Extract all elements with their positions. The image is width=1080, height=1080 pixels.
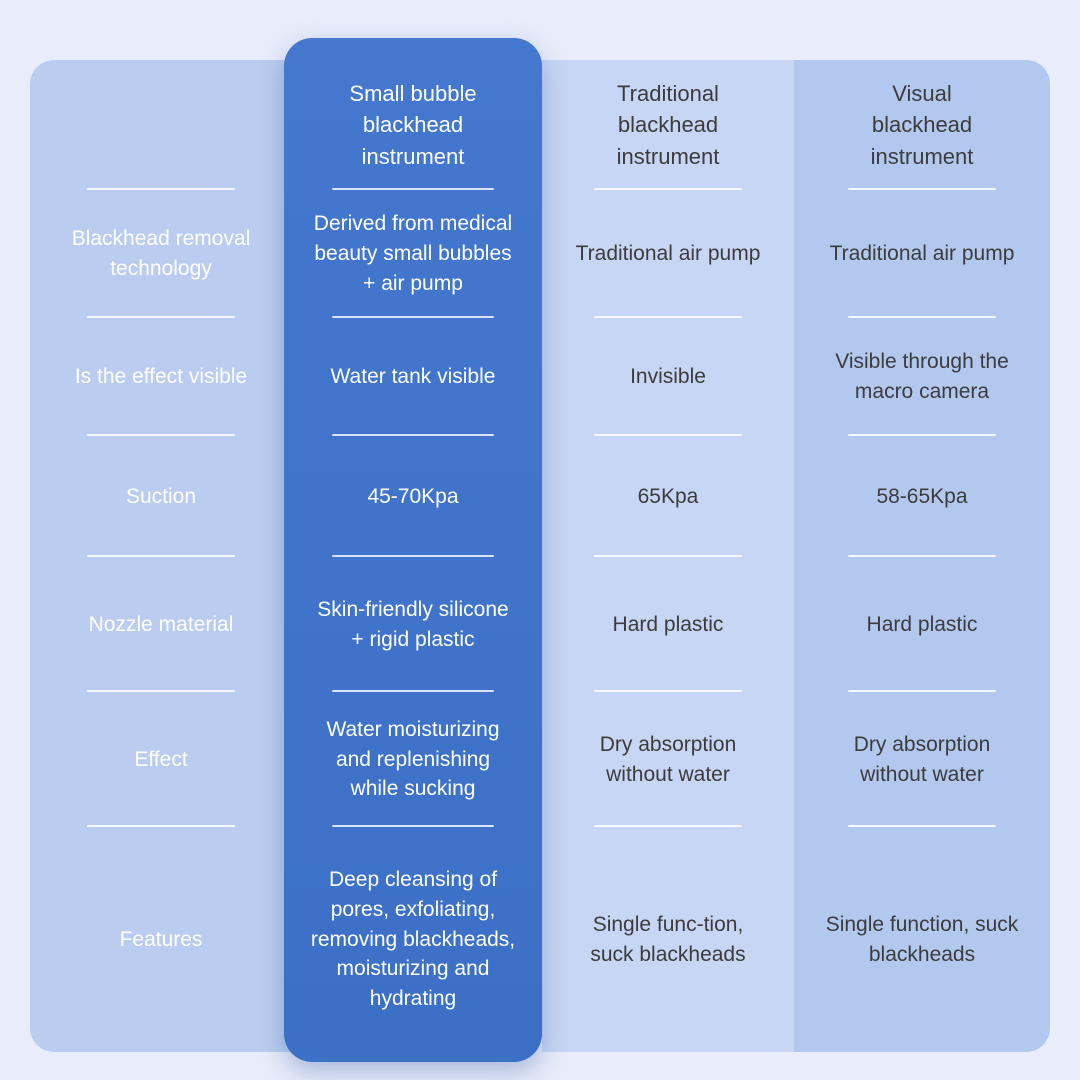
- cell-value-text: Traditional air pump: [829, 242, 1015, 266]
- cell-features: Single function, suck blackheads: [794, 827, 1050, 1052]
- cell-technology: Traditional air pump: [542, 190, 794, 318]
- row-divider: [594, 825, 742, 827]
- cell-value-text: Water moisturizing and replenishing whil…: [326, 717, 500, 801]
- cell-value-text: Derived from medical beauty small bubble…: [313, 212, 513, 295]
- row-divider: [87, 316, 235, 318]
- row-divider: [87, 825, 235, 827]
- cell-nozzle-material: Hard plastic: [794, 557, 1050, 692]
- row-divider: [332, 188, 494, 190]
- row-divider: [848, 690, 996, 692]
- column-header-text: Visual blackhead instrument: [870, 81, 974, 169]
- cell-value-text: Traditional air pump: [575, 242, 761, 266]
- row-label-text: Nozzle material: [88, 612, 234, 636]
- cell-value-text: Hard plastic: [612, 612, 724, 636]
- row-divider: [848, 188, 996, 190]
- cell-visibility: Invisible: [542, 318, 794, 436]
- row-divider: [87, 434, 235, 436]
- row-label-text: Blackhead removal technology: [71, 227, 251, 280]
- cell-value-text: 65Kpa: [637, 484, 699, 508]
- row-label-text: Effect: [134, 747, 188, 771]
- cell-value-text: Deep cleansing of pores, exfoliating, re…: [310, 867, 516, 1011]
- row-divider: [594, 434, 742, 436]
- cell-features: Deep cleansing of pores, exfoliating, re…: [284, 827, 542, 1052]
- product-column-small-bubble: Small bubble blackhead instrument Derive…: [284, 38, 542, 1062]
- labels-header-cell: [30, 60, 292, 190]
- row-label-suction: Suction: [30, 436, 292, 557]
- row-divider: [332, 555, 494, 557]
- row-label-visibility: Is the effect visible: [30, 318, 292, 436]
- cell-value-text: Water tank visible: [330, 365, 496, 389]
- row-divider: [87, 690, 235, 692]
- row-divider: [87, 555, 235, 557]
- row-labels-column: Blackhead removal technology Is the effe…: [30, 60, 292, 1052]
- cell-effect: Dry absorption without water: [542, 692, 794, 827]
- product-column-traditional: Traditional blackhead instrument Traditi…: [542, 60, 794, 1052]
- row-label-nozzle-material: Nozzle material: [30, 557, 292, 692]
- row-divider: [848, 434, 996, 436]
- row-divider: [594, 316, 742, 318]
- row-divider: [332, 690, 494, 692]
- row-divider: [594, 188, 742, 190]
- cell-effect: Dry absorption without water: [794, 692, 1050, 827]
- column-header-cell: Visual blackhead instrument: [794, 60, 1050, 190]
- row-divider: [332, 316, 494, 318]
- cell-technology: Derived from medical beauty small bubble…: [284, 190, 542, 318]
- column-header-text: Traditional blackhead instrument: [616, 81, 720, 169]
- cell-value-text: Single func-tion, suck blackheads: [590, 912, 746, 966]
- row-divider: [87, 188, 235, 190]
- cell-value-text: Single function, suck blackheads: [825, 912, 1019, 966]
- cell-technology: Traditional air pump: [794, 190, 1050, 318]
- cell-value-text: Invisible: [630, 365, 706, 389]
- row-label-technology: Blackhead removal technology: [30, 190, 292, 318]
- cell-value-text: Hard plastic: [866, 612, 978, 636]
- row-divider: [332, 825, 494, 827]
- row-divider: [848, 316, 996, 318]
- row-label-text: Features: [119, 927, 203, 951]
- column-header-cell: Traditional blackhead instrument: [542, 60, 794, 190]
- row-label-effect: Effect: [30, 692, 292, 827]
- cell-nozzle-material: Skin-friendly silicone + rigid plastic: [284, 557, 542, 692]
- row-divider: [848, 825, 996, 827]
- column-header-text: Small bubble blackhead instrument: [349, 81, 477, 169]
- cell-value-text: Dry absorption without water: [853, 732, 991, 786]
- cell-nozzle-material: Hard plastic: [542, 557, 794, 692]
- cell-value-text: Skin-friendly silicone + rigid plastic: [317, 597, 509, 651]
- row-label-text: Is the effect visible: [74, 365, 248, 389]
- column-header-cell: Small bubble blackhead instrument: [284, 60, 542, 190]
- row-divider: [332, 434, 494, 436]
- row-divider: [594, 690, 742, 692]
- cell-suction: 45-70Kpa: [284, 436, 542, 557]
- row-label-text: Suction: [125, 484, 197, 508]
- cell-features: Single func-tion, suck blackheads: [542, 827, 794, 1052]
- row-label-features: Features: [30, 827, 292, 1052]
- cell-effect: Water moisturizing and replenishing whil…: [284, 692, 542, 827]
- cell-value-text: Visible through the macro camera: [835, 350, 1009, 403]
- cell-suction: 65Kpa: [542, 436, 794, 557]
- cell-visibility: Visible through the macro camera: [794, 318, 1050, 436]
- cell-value-text: 45-70Kpa: [367, 484, 459, 508]
- row-divider: [594, 555, 742, 557]
- cell-visibility: Water tank visible: [284, 318, 542, 436]
- cell-suction: 58-65Kpa: [794, 436, 1050, 557]
- cell-value-text: 58-65Kpa: [876, 484, 968, 508]
- cell-value-text: Dry absorption without water: [599, 732, 737, 786]
- product-column-visual: Visual blackhead instrument Traditional …: [794, 60, 1050, 1052]
- row-divider: [848, 555, 996, 557]
